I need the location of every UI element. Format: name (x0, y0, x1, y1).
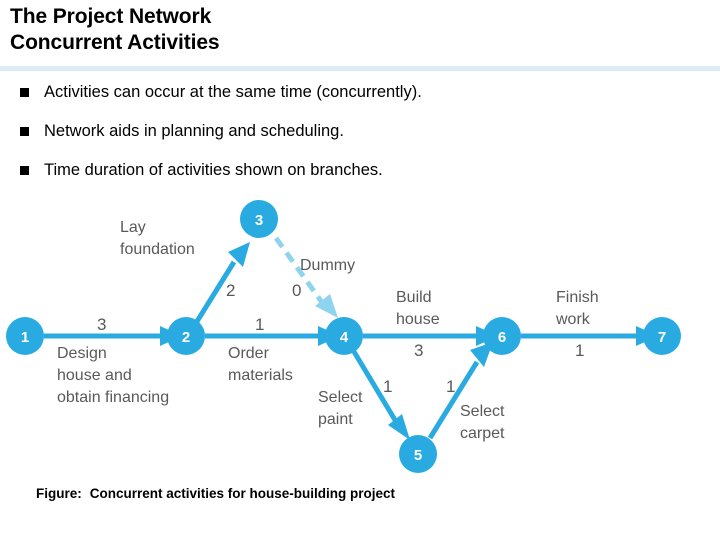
svg-text:Select: Select (318, 389, 363, 406)
svg-text:work: work (555, 311, 591, 328)
bullet-list: Activities can occur at the same time (c… (12, 82, 712, 199)
edge-label-order-materials: Order materials (228, 345, 293, 384)
list-item: Time duration of activities shown on bra… (12, 160, 712, 180)
svg-text:Select: Select (460, 403, 505, 420)
svg-text:Dummy: Dummy (300, 257, 355, 274)
node-6-label: 6 (498, 329, 506, 346)
edge-label-select-paint: Select paint (318, 389, 363, 428)
svg-text:Build: Build (396, 289, 432, 306)
node-1: 1 (6, 317, 44, 355)
duration-2-4: 1 (255, 315, 264, 334)
svg-text:house and: house and (57, 367, 132, 384)
edge-3-4-dummy (273, 236, 338, 318)
svg-text:carpet: carpet (460, 425, 505, 442)
bullet-text: Time duration of activities shown on bra… (44, 161, 383, 179)
page-title-line1: The Project Network (10, 5, 212, 28)
node-2-label: 2 (182, 329, 190, 346)
duration-4-6: 3 (414, 341, 423, 360)
node-4: 4 (325, 317, 363, 355)
node-4-label: 4 (340, 329, 349, 346)
edge-label-design: Design house and obtain financing (57, 345, 169, 406)
node-5: 5 (399, 435, 437, 473)
page-title: The Project Network Concurrent Activitie… (10, 4, 700, 56)
node-3: 3 (240, 200, 278, 238)
bullet-text: Network aids in planning and scheduling. (44, 122, 344, 140)
bullet-text: Activities can occur at the same time (c… (44, 83, 422, 101)
duration-2-3: 2 (226, 281, 235, 300)
edge-1-2 (44, 326, 182, 346)
edge-label-dummy: Dummy (300, 257, 355, 274)
node-6: 6 (483, 317, 521, 355)
page-title-line2: Concurrent Activities (10, 31, 220, 54)
node-7-label: 7 (658, 329, 666, 346)
duration-4-5: 1 (383, 377, 392, 396)
node-3-label: 3 (255, 212, 263, 229)
figure-caption: Figure: Concurrent activities for house-b… (36, 486, 395, 501)
edge-label-select-carpet: Select carpet (460, 403, 505, 442)
node-1-label: 1 (21, 329, 29, 346)
node-5-label: 5 (414, 447, 422, 464)
svg-text:Finish: Finish (556, 289, 599, 306)
edge-4-6 (363, 326, 498, 346)
square-bullet-icon (20, 166, 29, 175)
edge-6-7 (521, 326, 658, 346)
svg-text:foundation: foundation (120, 241, 195, 258)
edge-4-5 (350, 348, 410, 440)
svg-text:obtain financing: obtain financing (57, 389, 169, 406)
node-7: 7 (643, 317, 681, 355)
edge-label-build-house: Build house (396, 289, 440, 328)
title-divider (0, 66, 720, 71)
edge-2-4 (205, 326, 340, 346)
list-item: Activities can occur at the same time (c… (12, 82, 712, 102)
figure-caption-label: Figure: (36, 486, 82, 501)
svg-text:Order: Order (228, 345, 270, 362)
svg-text:materials: materials (228, 367, 293, 384)
duration-3-4: 0 (292, 281, 301, 300)
edge-label-finish-work: Finish work (555, 289, 599, 328)
list-item: Network aids in planning and scheduling. (12, 121, 712, 141)
network-diagram: 1 2 3 4 5 6 7 (0, 190, 720, 480)
edge-label-lay-foundation: Lay foundation (120, 219, 195, 258)
figure-caption-text: Concurrent activities for house-building… (89, 486, 396, 501)
svg-text:paint: paint (318, 411, 353, 428)
svg-text:Design: Design (57, 345, 107, 362)
duration-1-2: 3 (97, 315, 106, 334)
square-bullet-icon (20, 88, 29, 97)
edge-2-3 (193, 242, 250, 325)
duration-6-7: 1 (575, 341, 584, 360)
square-bullet-icon (20, 127, 29, 136)
edge-5-6 (427, 342, 493, 440)
svg-text:house: house (396, 311, 440, 328)
node-2: 2 (167, 317, 205, 355)
svg-text:Lay: Lay (120, 219, 146, 236)
duration-5-6: 1 (446, 377, 455, 396)
